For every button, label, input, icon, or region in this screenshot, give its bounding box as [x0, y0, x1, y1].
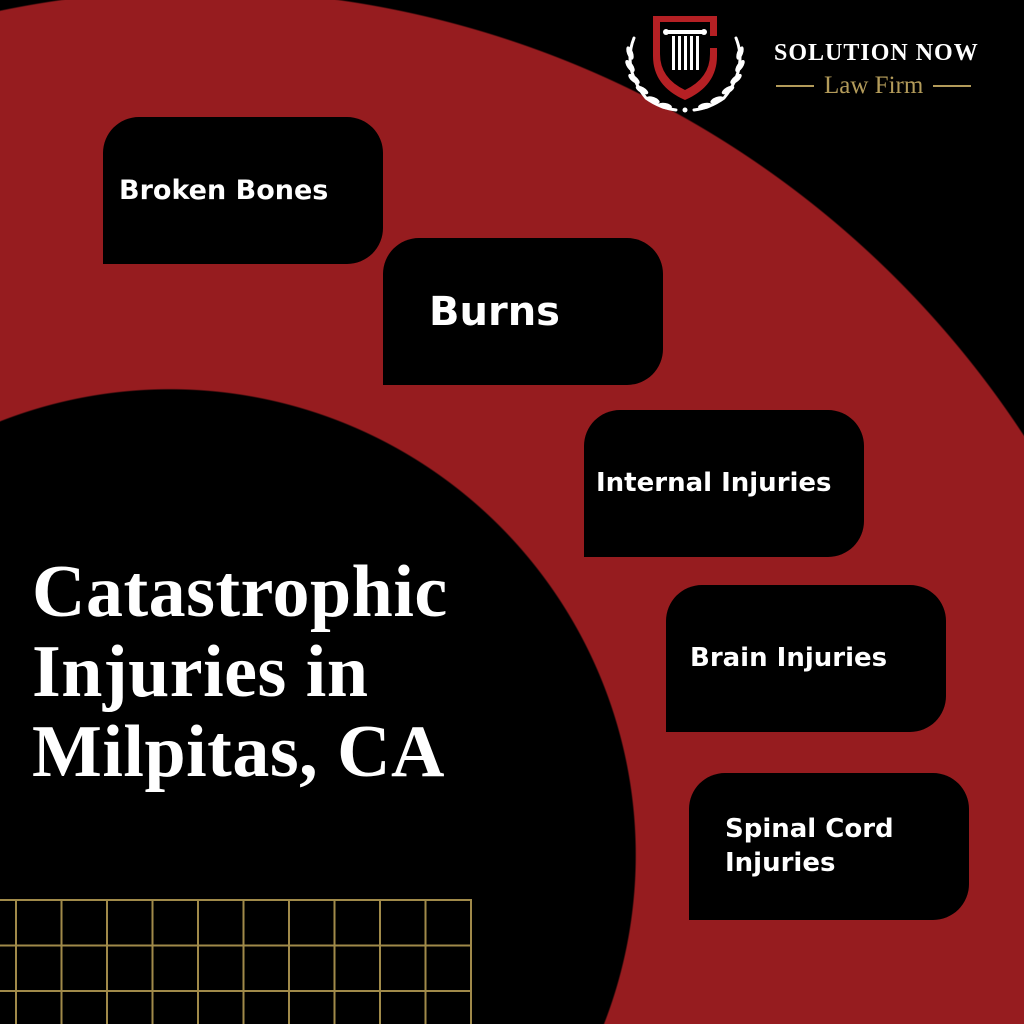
injury-card-internal-injuries: Internal Injuries — [584, 410, 864, 557]
title-line: Injuries in — [32, 631, 369, 713]
injury-label: Broken Bones — [119, 174, 329, 206]
injury-card-brain-injuries: Brain Injuries — [666, 585, 946, 732]
injury-label: Internal Injuries — [596, 467, 832, 498]
title-line: Catastrophic — [32, 551, 448, 633]
brand-name: SOLUTION NOW — [774, 40, 979, 66]
divider-line — [776, 85, 814, 87]
logo: SOLUTION NOW Law Firm — [620, 8, 1020, 118]
injury-label: Spinal Cord Injuries — [725, 813, 894, 878]
divider-line — [933, 85, 972, 87]
injury-label: Burns — [429, 288, 560, 335]
shield-column-laurel-icon — [625, 16, 745, 113]
decorative-grid — [0, 899, 472, 1024]
page-title: Catastrophic Injuries in Milpitas, CA — [32, 552, 448, 792]
title-line: Milpitas, CA — [32, 711, 445, 793]
injury-card-broken-bones: Broken Bones — [103, 117, 383, 264]
injury-label: Brain Injuries — [690, 642, 888, 673]
injury-card-burns: Burns — [383, 238, 663, 385]
brand-subtitle-text: Law Firm — [824, 72, 924, 99]
brand-subtitle: Law Firm — [776, 72, 972, 100]
injury-card-spinal-cord-injuries: Spinal Cord Injuries — [689, 773, 969, 920]
